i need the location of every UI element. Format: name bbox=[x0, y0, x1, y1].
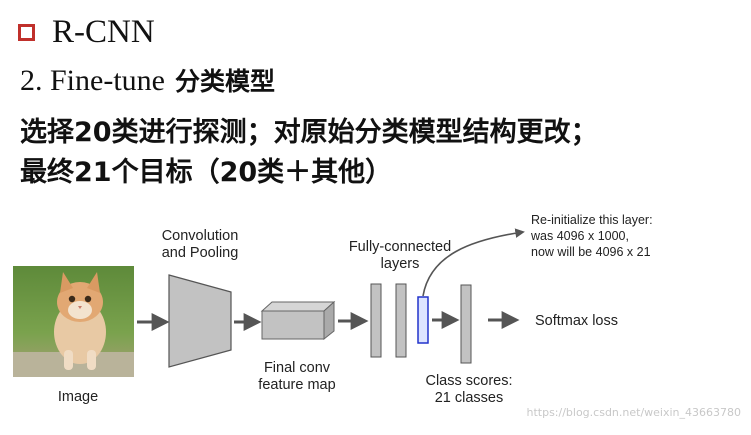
fc-layer-2 bbox=[395, 283, 407, 358]
fc-layer-1 bbox=[370, 283, 382, 358]
subtitle-chinese: 分类模型 bbox=[174, 67, 275, 96]
square-bullet-icon bbox=[18, 23, 35, 41]
image-label: Image bbox=[58, 389, 98, 405]
softmax-label: Softmax loss bbox=[535, 313, 618, 329]
note-line-2: was 4096 x 1000, bbox=[530, 229, 629, 243]
fc-label-line-2: layers bbox=[381, 256, 420, 272]
slide-subtitle: 2. Fine-tune 分类模型 bbox=[20, 62, 275, 101]
conv-label-line-1: Convolution bbox=[162, 228, 239, 244]
description-line-2: 最终21个目标（20类＋其他） bbox=[20, 157, 393, 188]
fc-label-line-1: Fully-connected bbox=[349, 239, 451, 255]
slide-title-row: R-CNN bbox=[18, 12, 155, 52]
subtitle-english: 2. Fine-tune bbox=[20, 64, 165, 97]
reinitialized-layer bbox=[417, 296, 429, 344]
note-line-3: now will be 4096 x 21 bbox=[531, 245, 651, 259]
description-line-1: 选择20类进行探测；对原始分类模型结构更改； bbox=[20, 117, 598, 148]
conv-label-line-2: and Pooling bbox=[162, 245, 239, 261]
class-scores-layer bbox=[460, 284, 472, 364]
watermark: https://blog.csdn.net/weixin_43663780 bbox=[526, 406, 741, 419]
conv-pooling-block bbox=[168, 274, 232, 368]
scores-label-line-2: 21 classes bbox=[435, 390, 504, 406]
feature-map-box bbox=[260, 300, 336, 341]
scores-label-line-1: Class scores: bbox=[425, 373, 512, 389]
slide-title: R-CNN bbox=[52, 14, 155, 50]
note-line-1: Re-initialize this layer: bbox=[531, 213, 653, 227]
feature-label-line-2: feature map bbox=[258, 377, 335, 393]
feature-label-line-1: Final conv bbox=[264, 360, 331, 376]
kitten-image bbox=[13, 266, 134, 377]
annotation-arrow bbox=[422, 228, 525, 297]
